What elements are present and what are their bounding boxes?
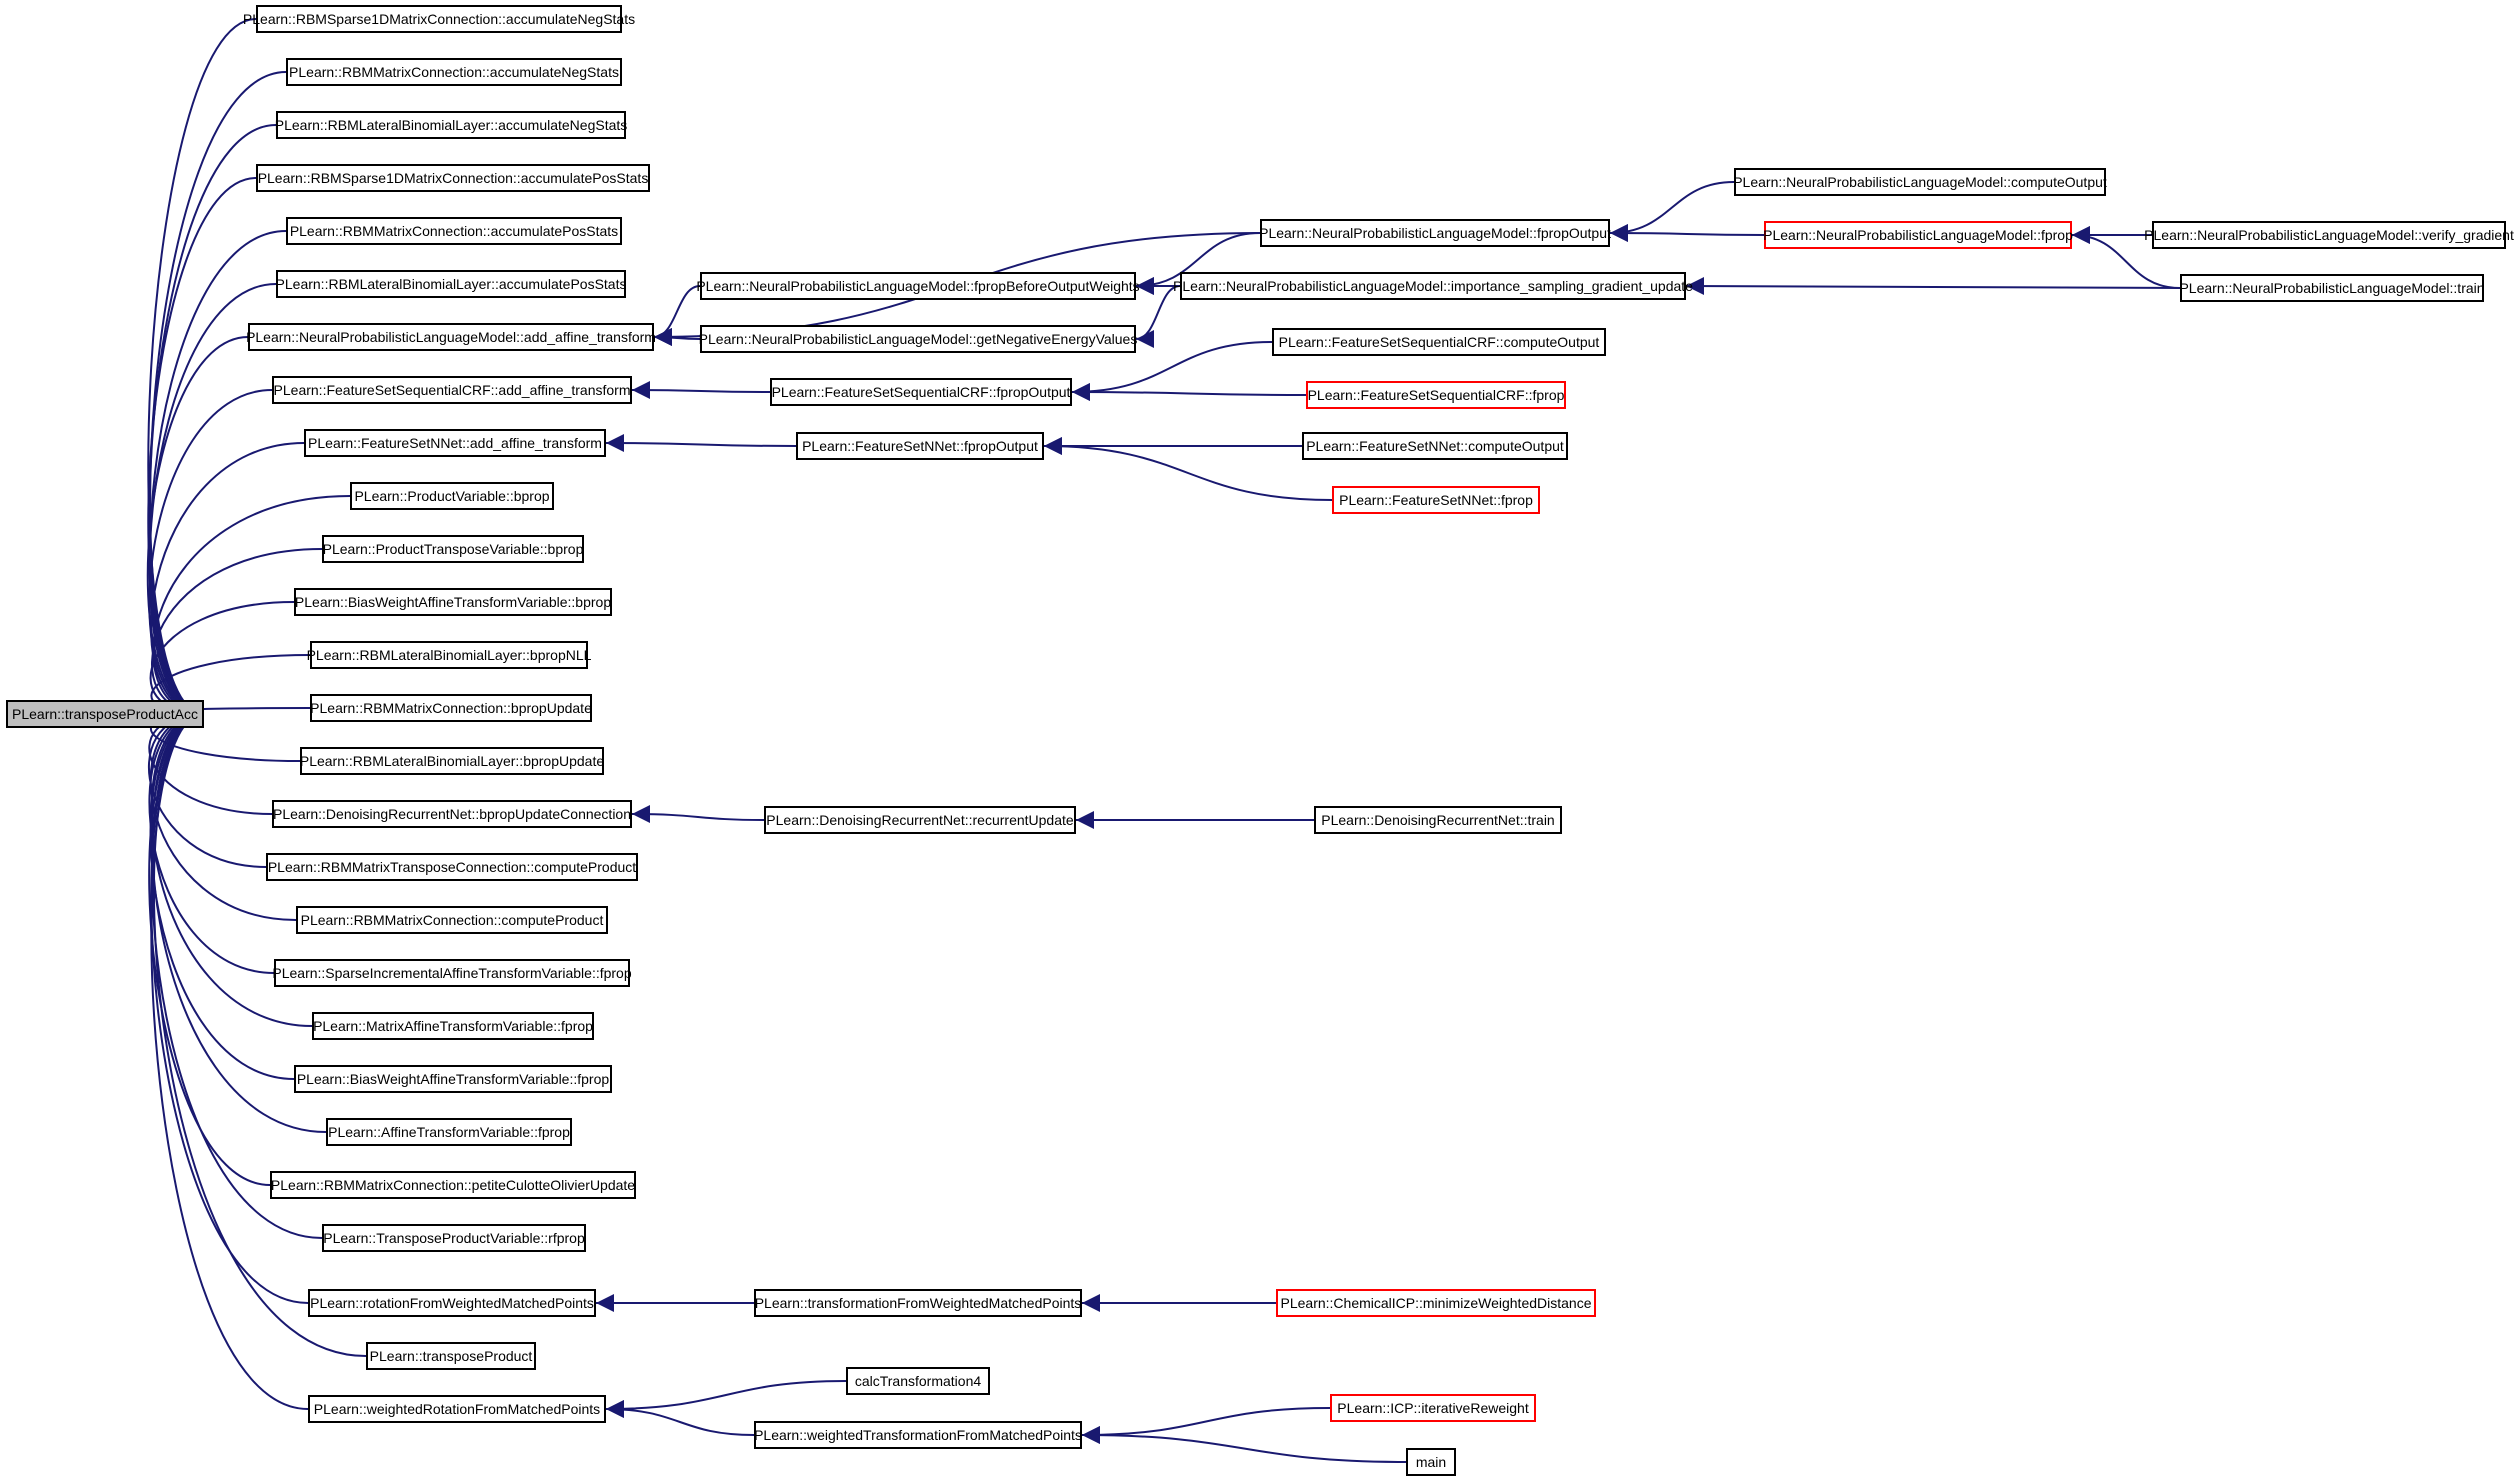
edge-n36-to-n8 <box>631 381 771 400</box>
node-n32[interactable]: PLearn::NeuralProbabilisticLanguageModel… <box>1733 168 2107 196</box>
node-n11[interactable]: PLearn::ProductTransposeVariable::bprop <box>322 535 584 563</box>
node-n7[interactable]: PLearn::NeuralProbabilisticLanguageModel… <box>246 323 656 351</box>
node-n44[interactable]: PLearn::transformationFromWeightedMatche… <box>754 1289 1082 1317</box>
edge-n35-to-n33 <box>2071 226 2181 289</box>
node-n9[interactable]: PLearn::FeatureSetNNet::add_affine_trans… <box>304 429 606 457</box>
edge-n31-to-n29 <box>1135 285 1181 348</box>
edge-n38-to-n36 <box>1071 383 1307 402</box>
node-n25[interactable]: PLearn::rotationFromWeightedMatchedPoint… <box>308 1289 596 1317</box>
node-n10[interactable]: PLearn::ProductVariable::bprop <box>350 482 554 510</box>
node-n20[interactable]: PLearn::MatrixAffineTransformVariable::f… <box>312 1012 594 1040</box>
edge-n30-to-n28 <box>1135 232 1261 295</box>
edge-n5-to-n0 <box>149 230 287 723</box>
node-n39[interactable]: PLearn::FeatureSetNNet::fpropOutput <box>796 432 1044 460</box>
node-n26[interactable]: PLearn::transposeProduct <box>366 1342 536 1370</box>
edge-n33-to-n30 <box>1609 224 1765 243</box>
edge-n2-to-n0 <box>149 71 287 723</box>
edge-n47-to-n27 <box>605 1400 755 1436</box>
node-n3[interactable]: PLearn::RBMLateralBinomialLayer::accumul… <box>275 111 627 139</box>
node-n12[interactable]: PLearn::BiasWeightAffineTransformVariabl… <box>294 588 612 616</box>
node-n23[interactable]: PLearn::RBMMatrixConnection::petiteCulot… <box>270 1171 636 1199</box>
edge-n46-to-n27 <box>605 1380 847 1418</box>
node-n21[interactable]: PLearn::BiasWeightAffineTransformVariabl… <box>294 1065 612 1093</box>
node-n27[interactable]: PLearn::weightedRotationFromMatchedPoint… <box>308 1395 606 1423</box>
node-n48[interactable]: PLearn::ICP::iterativeReweight <box>1330 1394 1536 1422</box>
node-n29[interactable]: PLearn::NeuralProbabilisticLanguageModel… <box>699 325 1137 353</box>
node-n49[interactable]: main <box>1406 1448 1456 1476</box>
node-n28[interactable]: PLearn::NeuralProbabilisticLanguageModel… <box>696 272 1140 300</box>
edge-n28-to-n7 <box>653 285 701 346</box>
node-n31[interactable]: PLearn::NeuralProbabilisticLanguageModel… <box>1173 272 1693 300</box>
node-n8[interactable]: PLearn::FeatureSetSequentialCRF::add_aff… <box>272 376 632 404</box>
edge-n37-to-n36 <box>1071 341 1273 401</box>
edge-n48-to-n47 <box>1081 1407 1331 1444</box>
node-n13[interactable]: PLearn::RBMLateralBinomialLayer::bpropNL… <box>307 641 591 669</box>
edge-n7-to-n0 <box>146 336 249 723</box>
edge-n27-to-n0 <box>150 705 309 1410</box>
edge-n39-to-n9 <box>605 434 797 453</box>
node-n37[interactable]: PLearn::FeatureSetSequentialCRF::compute… <box>1272 328 1606 356</box>
node-n24[interactable]: PLearn::TransposeProductVariable::rfprop <box>322 1224 586 1252</box>
edge-n42-to-n16 <box>631 805 765 824</box>
node-n22[interactable]: PLearn::AffineTransformVariable::fprop <box>326 1118 572 1146</box>
node-n15[interactable]: PLearn::RBMLateralBinomialLayer::bpropUp… <box>300 747 604 775</box>
node-n1[interactable]: PLearn::RBMSparse1DMatrixConnection::acc… <box>243 5 635 33</box>
edge-n24-to-n0 <box>151 705 323 1239</box>
node-n16[interactable]: PLearn::DenoisingRecurrentNet::bpropUpda… <box>272 800 632 828</box>
node-n34[interactable]: PLearn::NeuralProbabilisticLanguageModel… <box>2144 221 2514 249</box>
edge-n4-to-n0 <box>147 177 257 723</box>
node-n19[interactable]: PLearn::SparseIncrementalAffineTransform… <box>272 959 632 987</box>
node-n6[interactable]: PLearn::RBMLateralBinomialLayer::accumul… <box>276 270 626 298</box>
edge-n35-to-n31 <box>1685 277 2181 296</box>
edge-n32-to-n30 <box>1609 181 1735 242</box>
node-n5[interactable]: PLearn::RBMMatrixConnection::accumulateP… <box>286 217 622 245</box>
edge-n22-to-n0 <box>151 705 327 1133</box>
node-n38[interactable]: PLearn::FeatureSetSequentialCRF::fprop <box>1306 381 1566 409</box>
node-n33[interactable]: PLearn::NeuralProbabilisticLanguageModel… <box>1763 221 2073 249</box>
node-n46[interactable]: calcTransformation4 <box>846 1367 990 1395</box>
node-n43[interactable]: PLearn::DenoisingRecurrentNet::train <box>1314 806 1562 834</box>
edge-n8-to-n0 <box>148 389 273 723</box>
node-n17[interactable]: PLearn::RBMMatrixTransposeConnection::co… <box>266 853 638 881</box>
node-n35[interactable]: PLearn::NeuralProbabilisticLanguageModel… <box>2179 274 2485 302</box>
node-n36[interactable]: PLearn::FeatureSetSequentialCRF::fpropOu… <box>770 378 1072 406</box>
edge-n9-to-n0 <box>150 442 305 723</box>
node-n4[interactable]: PLearn::RBMSparse1DMatrixConnection::acc… <box>256 164 650 192</box>
edge-n49-to-n47 <box>1081 1426 1407 1463</box>
edge-n1-to-n0 <box>147 18 257 723</box>
node-n40[interactable]: PLearn::FeatureSetNNet::computeOutput <box>1302 432 1568 460</box>
node-n14[interactable]: PLearn::RBMMatrixConnection::bpropUpdate <box>310 694 592 722</box>
node-n42[interactable]: PLearn::DenoisingRecurrentNet::recurrent… <box>764 806 1076 834</box>
edge-n21-to-n0 <box>149 705 295 1080</box>
node-n2[interactable]: PLearn::RBMMatrixConnection::accumulateN… <box>286 58 622 86</box>
node-n0[interactable]: PLearn::transposeProductAcc <box>6 700 204 728</box>
node-n41[interactable]: PLearn::FeatureSetNNet::fprop <box>1332 486 1540 514</box>
node-n47[interactable]: PLearn::weightedTransformationFromMatche… <box>754 1421 1082 1449</box>
node-n45[interactable]: PLearn::ChemicalICP::minimizeWeightedDis… <box>1276 1289 1596 1317</box>
node-n30[interactable]: PLearn::NeuralProbabilisticLanguageModel… <box>1259 219 1611 247</box>
edge-n41-to-n39 <box>1043 437 1333 501</box>
node-n18[interactable]: PLearn::RBMMatrixConnection::computeProd… <box>296 906 608 934</box>
edge-n20-to-n0 <box>150 705 313 1027</box>
